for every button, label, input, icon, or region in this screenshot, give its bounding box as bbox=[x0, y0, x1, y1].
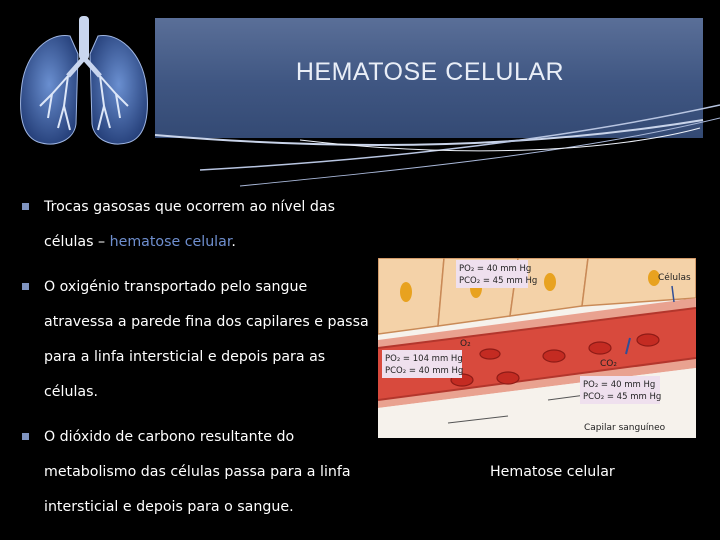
nucleus bbox=[648, 270, 660, 286]
lungs-icon bbox=[20, 16, 148, 145]
label-left-pco2: PCO₂ = 40 mm Hg bbox=[385, 366, 463, 376]
capillary-diagram: PO₂ = 40 mm Hg PCO₂ = 45 mm Hg Células P… bbox=[378, 258, 696, 438]
square-bullet-icon bbox=[22, 203, 29, 210]
bullet-text: O dióxido de carbono resultante do metab… bbox=[44, 429, 351, 515]
label-left-po2: PO₂ = 104 mm Hg bbox=[385, 354, 463, 364]
label-cells: Células bbox=[658, 272, 691, 283]
bullet-item: O oxigénio transportado pelo sangue atra… bbox=[22, 270, 372, 410]
label-right-pco2: PCO₂ = 45 mm Hg bbox=[583, 392, 661, 402]
bullet-text-end: . bbox=[231, 234, 236, 250]
bullet-item: Trocas gasosas que ocorrem ao nível das … bbox=[22, 190, 372, 260]
label-capillary: Capilar sanguíneo bbox=[584, 423, 666, 433]
nucleus bbox=[400, 282, 412, 302]
figure-caption: Hematose celular bbox=[490, 464, 615, 480]
bullet-item: O dióxido de carbono resultante do metab… bbox=[22, 420, 372, 525]
hematose-illustration: PO₂ = 40 mm Hg PCO₂ = 45 mm Hg Células P… bbox=[378, 258, 696, 438]
bullet-text: O oxigénio transportado pelo sangue atra… bbox=[44, 279, 369, 400]
highlighted-term: hematose celular bbox=[109, 234, 232, 250]
label-right-po2: PO₂ = 40 mm Hg bbox=[583, 380, 655, 390]
label-top-pco2: PCO₂ = 45 mm Hg bbox=[459, 276, 537, 286]
bullet-list: Trocas gasosas que ocorrem ao nível das … bbox=[22, 190, 372, 535]
slide-title: HEMATOSE CELULAR bbox=[295, 58, 565, 86]
square-bullet-icon bbox=[22, 283, 29, 290]
nucleus bbox=[544, 273, 556, 291]
square-bullet-icon bbox=[22, 433, 29, 440]
label-top-po2: PO₂ = 40 mm Hg bbox=[459, 264, 531, 274]
bullet-text: Trocas gasosas que ocorrem ao nível das … bbox=[44, 199, 335, 250]
title-panel bbox=[155, 18, 703, 138]
header-swoosh-decoration bbox=[154, 104, 720, 187]
label-o2: O₂ bbox=[460, 339, 471, 349]
label-co2: CO₂ bbox=[600, 359, 617, 369]
